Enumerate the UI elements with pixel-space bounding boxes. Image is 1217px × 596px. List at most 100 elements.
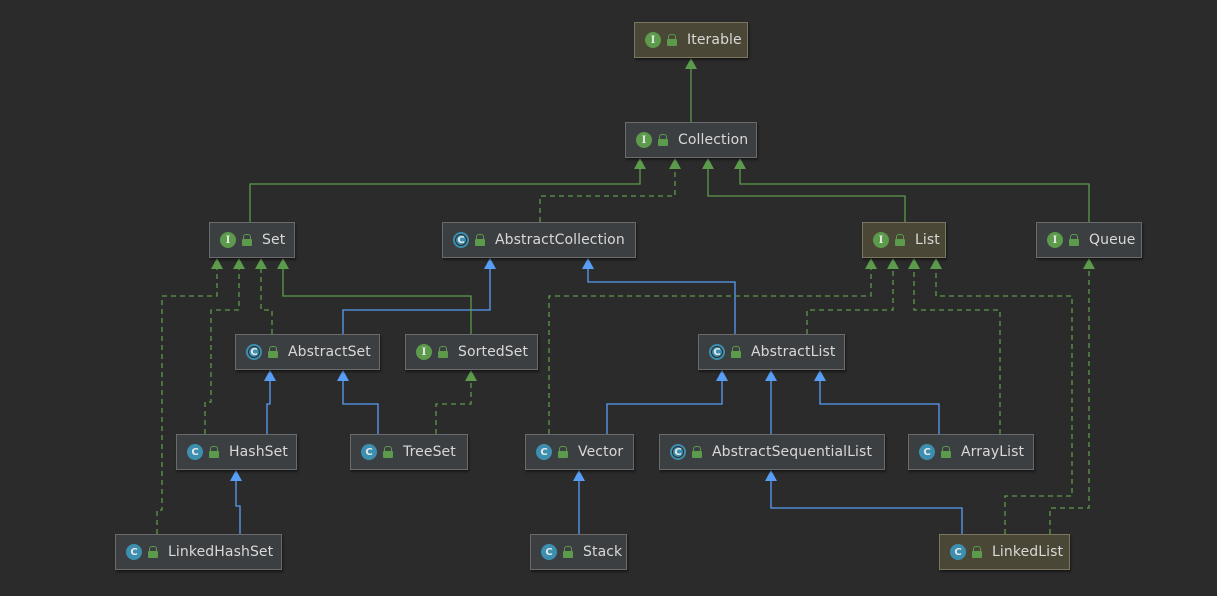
public-lock-icon: [691, 446, 703, 458]
edge-arrowhead-icon: [1083, 258, 1095, 269]
edge-queue-to-collection: [734, 158, 1090, 222]
edge-treeset-to-sortedset: [435, 370, 477, 434]
edge-abstractsequentiallist-to-abstractlist: [765, 370, 777, 434]
public-lock-icon: [971, 546, 983, 558]
edge-stack-to-vector: [573, 470, 585, 534]
node-abstractset[interactable]: C AbstractSet: [235, 334, 380, 370]
node-label: Collection: [678, 132, 749, 148]
edge-line: [156, 269, 218, 534]
public-lock-icon: [382, 446, 394, 458]
node-label: SortedSet: [458, 344, 529, 360]
edge-arrowhead-icon: [233, 258, 245, 269]
edge-hashset-to-set: [204, 258, 245, 434]
node-label: AbstractSequentialList: [712, 444, 873, 460]
edge-line: [606, 381, 723, 434]
public-lock-icon: [437, 346, 449, 358]
abstract-class-badge-icon: C: [246, 344, 262, 360]
edge-arrowhead-icon: [484, 258, 496, 269]
edge-treeset-to-abstractset: [337, 370, 379, 434]
edge-arrowhead-icon: [765, 370, 777, 381]
edge-arrowhead-icon: [582, 258, 594, 269]
node-linkedlist[interactable]: C LinkedList: [939, 534, 1070, 570]
edge-arrowhead-icon: [887, 258, 899, 269]
edge-arrowhead-icon: [277, 258, 289, 269]
node-hashset[interactable]: C HashSet: [176, 434, 297, 470]
class-badge-icon: C: [950, 544, 966, 560]
edge-arrowhead-icon: [716, 370, 728, 381]
public-lock-icon: [241, 234, 253, 246]
public-lock-icon: [894, 234, 906, 246]
edge-vector-to-abstractlist: [606, 370, 728, 434]
public-lock-icon: [147, 546, 159, 558]
edge-line: [587, 269, 736, 334]
edge-abstractlist-to-abstractcollection: [582, 258, 736, 334]
class-badge-icon: C: [536, 444, 552, 460]
node-abstractsequentiallist[interactable]: C AbstractSequentialList: [659, 434, 885, 470]
edge-line: [539, 169, 676, 222]
edge-linkedhashset-to-set: [156, 258, 223, 534]
edge-line: [707, 169, 906, 222]
public-lock-icon: [267, 346, 279, 358]
node-queue[interactable]: I Queue: [1036, 222, 1142, 258]
node-label: Queue: [1089, 232, 1136, 248]
edge-hashset-to-abstractset: [264, 370, 276, 434]
node-label: LinkedHashSet: [168, 544, 274, 560]
edge-arrowhead-icon: [255, 258, 267, 269]
node-label: HashSet: [229, 444, 288, 460]
edge-abstractset-to-abstractcollection: [342, 258, 496, 334]
edge-line: [266, 381, 271, 434]
edge-abstractset-to-set: [255, 258, 273, 334]
interface-badge-icon: I: [645, 32, 661, 48]
edge-arrowhead-icon: [211, 258, 223, 269]
public-lock-icon: [562, 546, 574, 558]
edge-linkedhashset-to-hashset: [230, 470, 242, 534]
node-label: Stack: [583, 544, 623, 560]
edge-line: [342, 381, 379, 434]
node-label: AbstractSet: [288, 344, 371, 360]
edge-line: [260, 269, 273, 334]
node-label: ArrayList: [961, 444, 1025, 460]
class-badge-icon: C: [361, 444, 377, 460]
edge-list-to-collection: [702, 158, 906, 222]
edge-line: [806, 269, 894, 334]
edge-arrowhead-icon: [685, 58, 697, 69]
edge-linkedlist-to-list: [930, 258, 1073, 534]
edge-line: [819, 381, 940, 434]
edge-arrowhead-icon: [930, 258, 942, 269]
class-badge-icon: C: [187, 444, 203, 460]
node-label: Iterable: [687, 32, 742, 48]
edge-arrowhead-icon: [814, 370, 826, 381]
node-iterable[interactable]: I Iterable: [634, 22, 748, 58]
node-treeset[interactable]: C TreeSet: [350, 434, 468, 470]
edge-line: [1049, 269, 1090, 534]
interface-badge-icon: I: [1047, 232, 1063, 248]
node-label: LinkedList: [992, 544, 1064, 560]
node-label: Set: [262, 232, 286, 248]
edge-line: [739, 169, 1090, 222]
node-collection[interactable]: I Collection: [625, 122, 757, 158]
public-lock-icon: [940, 446, 952, 458]
node-label: List: [915, 232, 940, 248]
edge-arrowhead-icon: [465, 370, 477, 381]
abstract-class-badge-icon: C: [453, 232, 469, 248]
edge-linkedlist-to-queue: [1049, 258, 1095, 534]
public-lock-icon: [1068, 234, 1080, 246]
edge-arraylist-to-list: [908, 258, 1001, 434]
interface-badge-icon: I: [636, 132, 652, 148]
edge-set-to-collection: [249, 158, 646, 222]
abstract-class-badge-icon: C: [670, 444, 686, 460]
node-label: TreeSet: [403, 444, 456, 460]
edge-vector-to-list: [548, 258, 877, 434]
edge-arrowhead-icon: [634, 158, 646, 169]
